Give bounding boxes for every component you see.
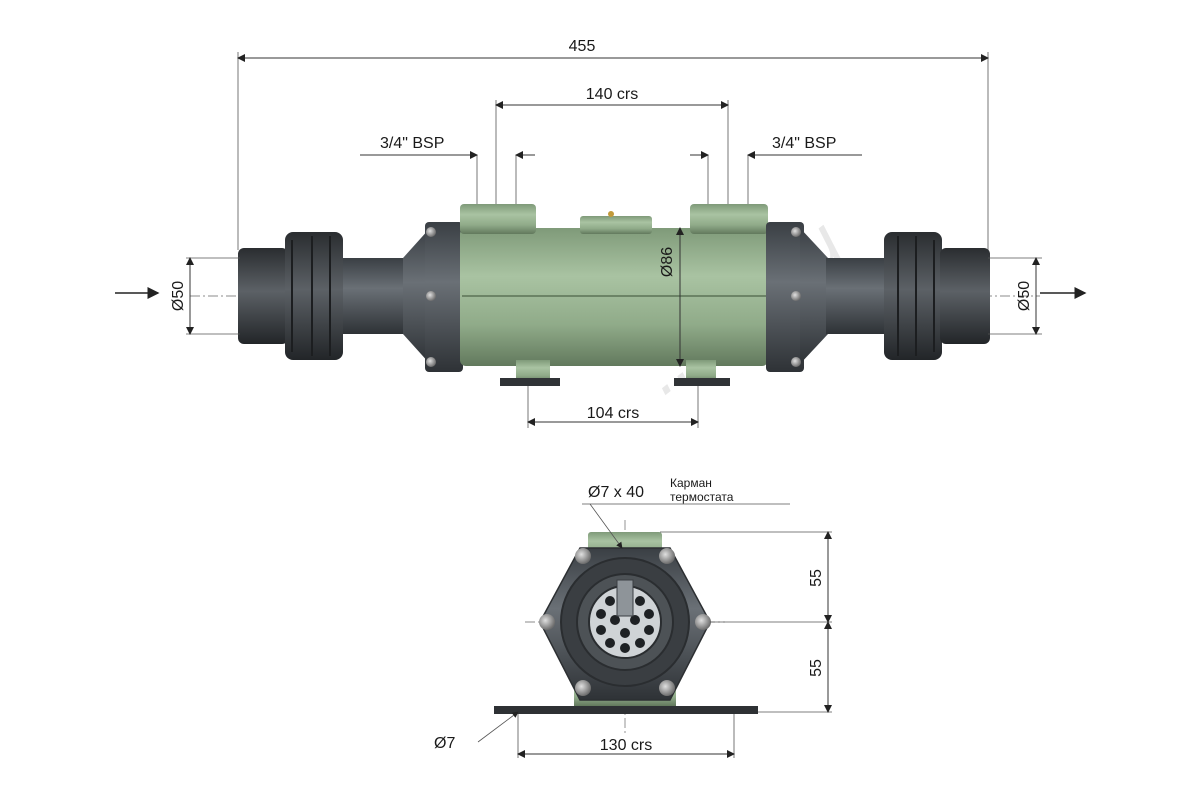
left-union (238, 228, 430, 364)
tube-holes (596, 591, 654, 653)
height-upper-label: 55 (808, 569, 825, 587)
shell-diameter-label: Ø86 (659, 247, 676, 277)
right-union (800, 228, 990, 364)
right-end-plate (766, 222, 804, 372)
inlet-diameter-label: Ø50 (170, 281, 187, 311)
right-port-thread-label: 3/4" BSP (772, 135, 836, 152)
side-bolts (426, 227, 801, 367)
left-port-thread-label: 3/4" BSP (380, 135, 444, 152)
mount-hole-label: Ø7 (434, 735, 455, 752)
side-view: 455 140 crs 3/4" BSP 3/4" BSP Ø86 Ø50 Ø5… (115, 38, 1087, 428)
mount-centers-label: 130 crs (600, 737, 652, 754)
thermostat-pocket (616, 579, 634, 617)
port-centers-bottom-label: 104 crs (587, 405, 639, 422)
pocket-label-line1: Карман (670, 476, 712, 490)
pocket-size-label: Ø7 x 40 (588, 484, 644, 501)
heat-exchanger-shell (460, 204, 768, 386)
left-end-plate (425, 222, 463, 372)
overall-length-label: 455 (569, 38, 596, 55)
mounting-base-plate (494, 706, 758, 714)
height-lower-label: 55 (808, 659, 825, 677)
outlet-diameter-label: Ø50 (1016, 281, 1033, 311)
pocket-label-line2: термостата (670, 490, 734, 504)
port-centers-top-label: 140 crs (586, 86, 638, 103)
end-view-bolts (539, 548, 711, 696)
end-view: Ø7 x 40 Карман термостата 55 55 Ø7 130 c… (434, 476, 832, 758)
